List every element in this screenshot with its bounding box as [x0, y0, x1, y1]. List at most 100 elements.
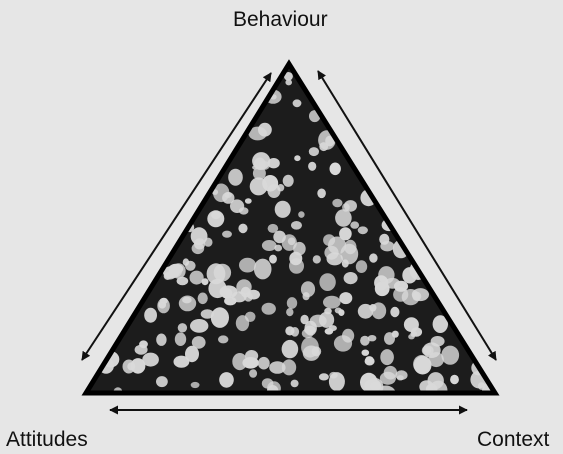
texture-spot: [178, 323, 187, 332]
texture-spot: [342, 259, 349, 267]
texture-spot: [342, 203, 350, 212]
texture-spot: [207, 210, 224, 227]
texture-spot: [219, 372, 234, 388]
texture-spot: [245, 198, 252, 204]
texture-spot: [327, 252, 343, 265]
texture-spot: [190, 319, 208, 333]
texture-spot: [291, 221, 302, 230]
texture-spot: [323, 296, 341, 309]
texture-spot: [380, 241, 394, 251]
texture-spot: [175, 332, 186, 346]
texture-spot: [239, 207, 249, 214]
texture-spot: [268, 224, 279, 233]
texture-spot: [412, 292, 421, 301]
texture-spot: [207, 263, 226, 284]
texture-spot: [211, 307, 229, 328]
texture-spot: [304, 326, 316, 334]
texture-spot: [287, 297, 297, 309]
texture-spot: [269, 255, 277, 264]
texture-spot: [378, 266, 394, 284]
texture-spot: [239, 258, 256, 273]
texture-spot: [254, 158, 266, 170]
texture-spot: [222, 231, 232, 238]
texture-spot: [192, 336, 206, 349]
texture-spot: [191, 382, 200, 388]
texture-spot: [286, 308, 293, 316]
texture-spot: [332, 199, 342, 208]
texture-spot: [262, 378, 274, 388]
texture-spot: [285, 79, 292, 85]
texture-spot: [282, 234, 297, 251]
texture-spot: [309, 147, 319, 156]
texture-spot: [144, 308, 157, 323]
texture-spot: [282, 359, 296, 375]
texture-spot: [350, 221, 359, 228]
texture-spot: [190, 271, 204, 285]
texture-spot: [293, 99, 302, 107]
texture-spot: [268, 158, 280, 168]
texture-spot: [258, 357, 270, 370]
texture-spot: [238, 224, 247, 234]
texture-spot: [220, 285, 238, 298]
texture-spot: [325, 328, 334, 335]
texture-spot: [303, 292, 310, 300]
texture-spot: [319, 373, 329, 380]
texture-spot: [232, 353, 247, 370]
texture-spot: [334, 335, 352, 351]
texture-spot: [285, 326, 294, 335]
texture-spot: [283, 175, 294, 187]
texture-spot: [282, 340, 299, 358]
texture-spot: [172, 263, 186, 278]
texture-spot: [301, 337, 319, 358]
texture-spot: [362, 350, 370, 356]
texture-spot: [380, 349, 394, 365]
texture-spot: [369, 253, 377, 262]
texture-spot: [262, 240, 277, 251]
texture-spot: [365, 357, 375, 366]
texture-spot: [294, 155, 300, 161]
texture-spot: [249, 369, 257, 378]
texture-spot: [390, 307, 399, 317]
texture-spot: [262, 303, 276, 315]
texture-spot: [308, 162, 316, 171]
texture-spot: [344, 240, 356, 255]
texture-spot: [228, 169, 243, 186]
texture-spot: [344, 272, 358, 284]
texture-spot: [335, 209, 352, 227]
texture-spot: [194, 238, 205, 249]
texture-spot: [254, 259, 272, 280]
texture-spot: [368, 335, 377, 341]
texture-spot: [411, 327, 422, 336]
texture-spot: [236, 315, 249, 331]
texture-spot: [298, 211, 304, 218]
texture-spot: [289, 252, 302, 266]
texture-spot: [174, 356, 190, 368]
texture-spot: [397, 375, 404, 380]
texture-spot: [156, 376, 168, 387]
texture-spot: [142, 353, 159, 367]
texture-spot: [356, 260, 367, 273]
texture-spot: [291, 380, 299, 388]
texture-spot: [335, 308, 342, 314]
texture-spot: [135, 345, 148, 355]
texture-spot: [158, 301, 166, 308]
texture-spot: [441, 346, 459, 365]
texture-spot: [339, 292, 352, 304]
texture-spot: [358, 226, 368, 234]
texture-spot: [392, 331, 399, 338]
texture-spot: [218, 335, 228, 343]
texture-spot: [423, 342, 441, 358]
texture-spot: [317, 189, 326, 199]
texture-spot: [369, 304, 376, 312]
texture-spot: [275, 201, 291, 218]
texture-spot: [370, 382, 381, 392]
texture-spot: [185, 261, 196, 271]
texture-spot: [156, 334, 166, 346]
texture-spot: [319, 273, 335, 291]
texture-spot: [329, 372, 345, 391]
texture-spot: [247, 290, 260, 300]
texture-spot: [250, 177, 268, 195]
texture-spot: [384, 366, 397, 380]
